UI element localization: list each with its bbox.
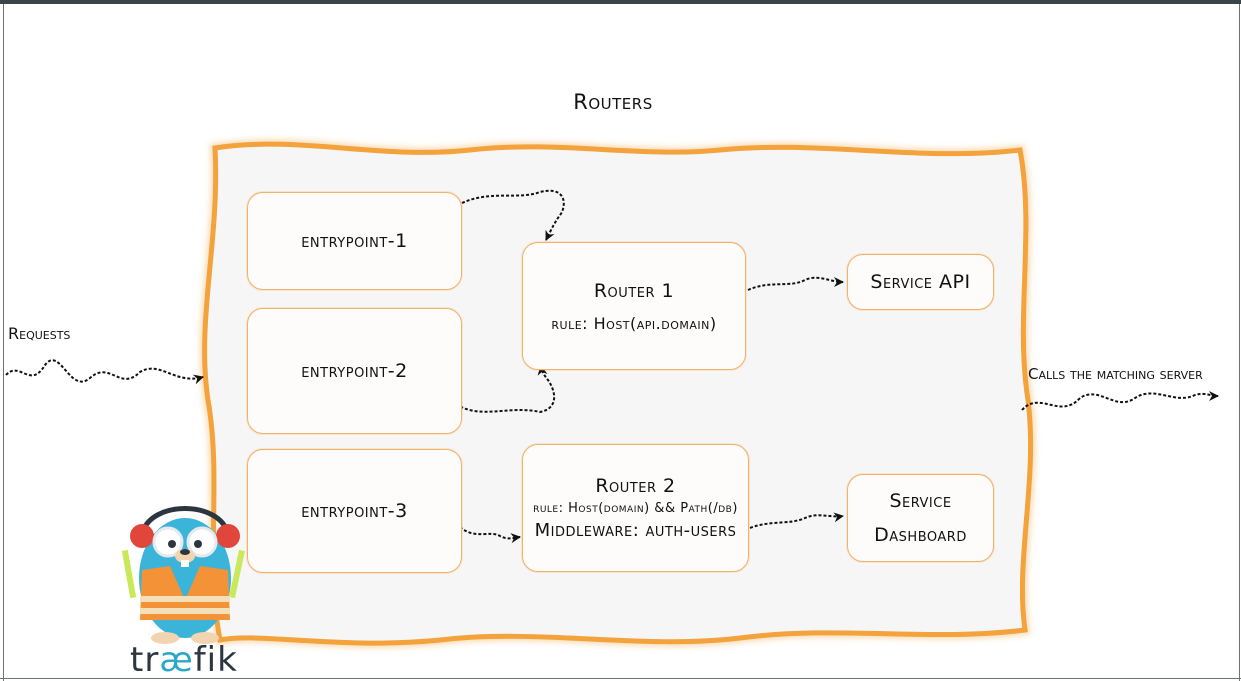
window-top-bar (0, 0, 1241, 4)
router-2-box: Router 2 rule: Host(domain) && Path(/db)… (522, 444, 749, 572)
router-2-rule: rule: Host(domain) && Path(/db) (533, 501, 738, 516)
traefik-gopher-mascot (121, 506, 245, 644)
router-1-box: Router 1 rule: Host(api.domain) (522, 242, 746, 370)
traefik-logo-ae: æ (159, 640, 194, 680)
router1-to-service-api-arrow (747, 276, 844, 291)
traefik-logo: træfik (130, 640, 238, 680)
service-dashboard-box: Service Dashboard (847, 474, 994, 562)
service-dashboard-label-1: Service (889, 490, 952, 512)
window-left-border (3, 4, 4, 681)
ep1-to-router1-arrow (461, 189, 565, 241)
service-api-label: Service API (870, 271, 971, 293)
requests-arrow (5, 359, 204, 385)
service-dashboard-label-2: Dashboard (874, 524, 967, 546)
entrypoint-3-label: entrypoint-3 (301, 500, 408, 522)
router-2-middleware: Middleware: auth-users (534, 520, 737, 541)
entrypoint-1-box: entrypoint-1 (247, 192, 462, 290)
entrypoint-1-label: entrypoint-1 (301, 230, 408, 252)
output-arrow (1021, 390, 1219, 411)
ep3-to-router2-arrow (459, 526, 521, 544)
service-api-box: Service API (847, 254, 994, 310)
window-bottom-border (0, 678, 1241, 679)
entrypoint-2-box: entrypoint-2 (247, 308, 462, 434)
ep2-to-router1-arrow (455, 365, 556, 414)
router-2-title: Router 2 (595, 475, 676, 497)
router-1-title: Router 1 (593, 279, 675, 302)
diagram-title: Routers (573, 90, 653, 114)
router2-to-dashboard-arrow (749, 512, 844, 529)
traefik-logo-text: træfik (130, 640, 238, 680)
window-right-border (1239, 4, 1240, 681)
output-label: Calls the matching server (1028, 365, 1203, 383)
entrypoint-3-box: entrypoint-3 (247, 449, 462, 573)
requests-label: Requests (8, 324, 71, 343)
router-1-rule: rule: Host(api.domain) (551, 313, 717, 333)
entrypoint-2-label: entrypoint-2 (301, 360, 408, 382)
